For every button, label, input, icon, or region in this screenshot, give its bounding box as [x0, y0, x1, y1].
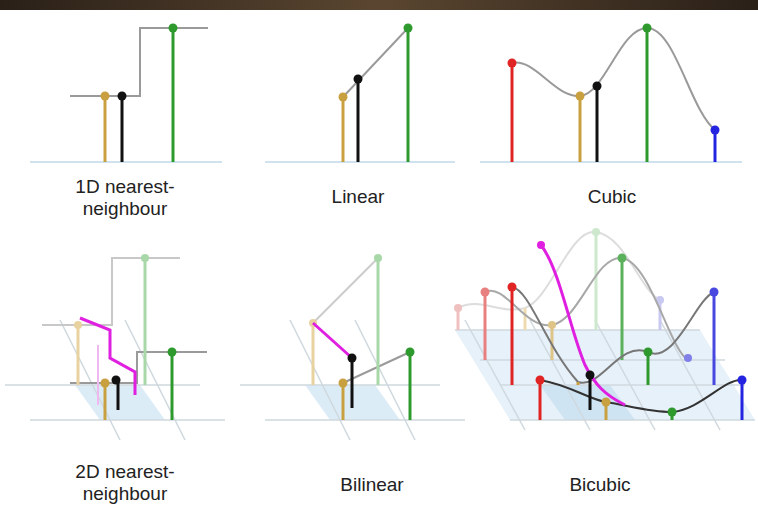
- cubic-plot: [480, 24, 742, 163]
- nearest-1d-plot: [30, 24, 222, 163]
- nearest-2d-plot: [5, 254, 225, 440]
- panel-label: Cubic: [552, 186, 672, 208]
- linear-plot: [265, 24, 455, 163]
- panel-label: Bilinear: [312, 474, 432, 496]
- panel-label: 1D nearest-neighbour: [60, 176, 190, 220]
- panel-label: Bicubic: [540, 474, 660, 496]
- bicubic-plot: [454, 228, 755, 430]
- photo-strip: [0, 0, 758, 10]
- bilinear-plot: [240, 254, 465, 440]
- panel-label: 2D nearest-neighbour: [60, 461, 190, 505]
- panel-label: Linear: [298, 186, 418, 208]
